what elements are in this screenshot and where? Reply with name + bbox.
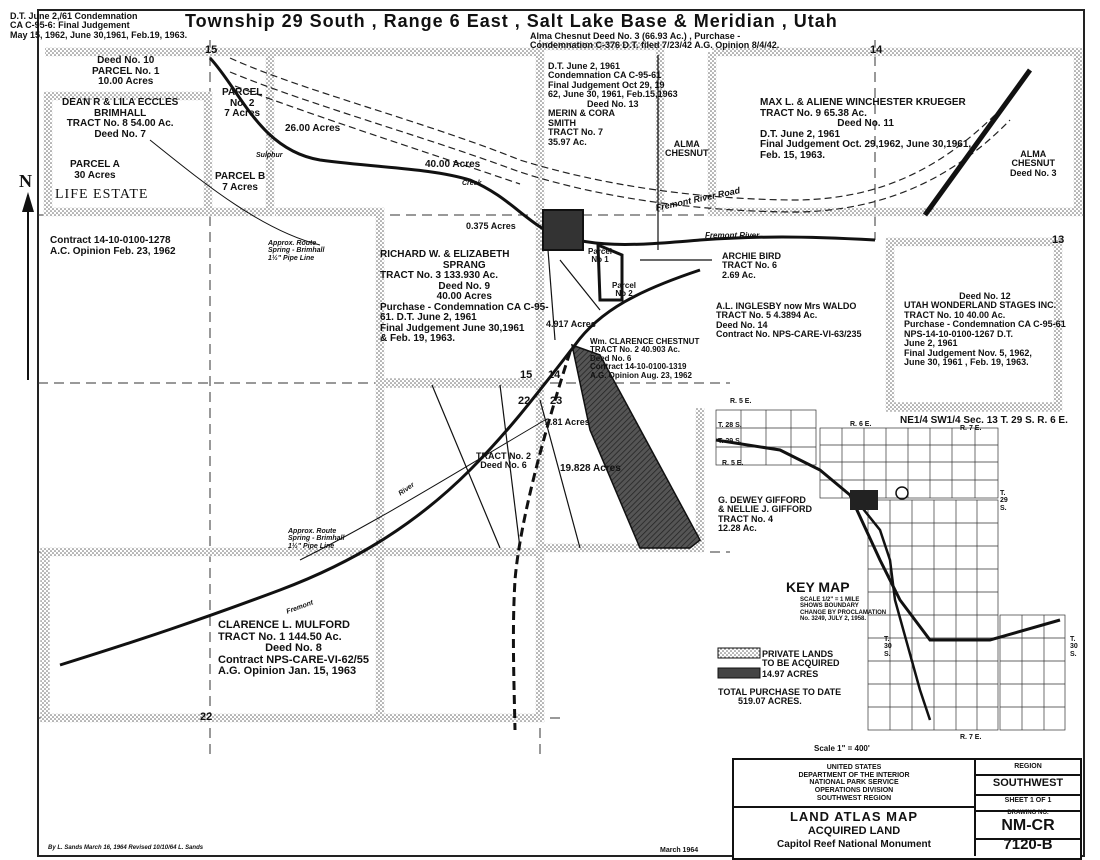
footer-date: March 1964 xyxy=(660,847,699,854)
section-number: 22 xyxy=(518,395,531,407)
legend-acquired-label: 14.97 ACRES xyxy=(762,669,819,679)
map-name: LAND ATLAS MAP xyxy=(789,809,919,825)
legend-acquired-swatch xyxy=(717,667,761,679)
ne-road xyxy=(922,68,1033,217)
parcel-boundaries xyxy=(40,41,1083,723)
map-title: Township 29 South , Range 6 East , Salt … xyxy=(185,11,838,31)
parcel-no1-outline xyxy=(596,242,624,302)
section-number: 22 xyxy=(200,711,213,723)
section-number: 15 xyxy=(520,369,533,381)
section-number: 14 xyxy=(548,369,561,381)
key-highlight xyxy=(850,490,878,510)
region-label: REGION xyxy=(1014,763,1042,770)
fremont-river-label: Fremont River xyxy=(705,231,760,240)
key-map-title: KEY MAP xyxy=(786,579,850,595)
key-map-nw-label: NE1/4 SW1/4 Sec. 13 T. 29 S. R. 6 E. xyxy=(900,415,1068,426)
key-label: R. 7 E. xyxy=(960,425,982,432)
top-center-note: Alma Chesnut Deed No. 3 (66.93 Ac.) , Pu… xyxy=(530,31,780,51)
key-boundary xyxy=(715,438,1061,642)
acres-19828-label: 19.828 Acres xyxy=(560,463,621,474)
north-arrow xyxy=(22,192,34,380)
key-label: R. 6 E. xyxy=(850,421,872,428)
drawing-number-b: 7120-B xyxy=(1003,836,1053,854)
section-number: 13 xyxy=(1052,234,1065,246)
acres-4917-label: 4.917 Acres xyxy=(546,319,596,329)
region-value: SOUTHWEST xyxy=(992,777,1064,790)
key-label: T. 30 S. xyxy=(884,636,892,658)
sheet-label: SHEET 1 OF 1 xyxy=(1004,796,1052,804)
fremont-river-line xyxy=(208,56,876,246)
key-map-grid xyxy=(715,409,1066,731)
key-label: R. 5 E. xyxy=(730,398,752,405)
scale-label: Scale 1" = 400' xyxy=(814,744,870,753)
acres-0375-label: 0.375 Acres xyxy=(466,221,516,231)
section-number: 15 xyxy=(205,44,218,56)
acres-40-label: 40.00 Acres xyxy=(425,159,481,170)
sulphur-label: Sulphur xyxy=(256,152,283,159)
building-cluster xyxy=(542,209,584,251)
life-estate-label: LIFE ESTATE xyxy=(55,187,149,202)
key-label: R. 7 E. xyxy=(960,734,982,741)
dashed-route xyxy=(511,351,572,731)
fremont-river-lower xyxy=(59,268,701,667)
key-label: T. 29 S. xyxy=(718,438,742,445)
section-number: 23 xyxy=(550,395,563,407)
fremont-road-lines xyxy=(229,57,1011,213)
key-label: T. 29 S. xyxy=(1000,490,1008,512)
acres-281-label: 2.81 Acres xyxy=(545,417,590,427)
drawing-label: DRAWING NO. xyxy=(1007,810,1049,817)
north-label: N xyxy=(19,171,32,191)
key-locator xyxy=(895,486,909,500)
key-label: T. 28 S. xyxy=(718,422,742,429)
key-label: R. 5 E. xyxy=(722,460,744,467)
creek-label: Creek xyxy=(462,180,482,187)
key-boundary-south xyxy=(859,504,932,721)
legend-private-swatch xyxy=(717,647,761,659)
footer-credit: By L. Sands March 16, 1964 Revised 10/10… xyxy=(48,845,204,851)
acres-26-label: 26.00 Acres xyxy=(285,123,341,134)
key-label: T. 30 S. xyxy=(1070,636,1078,658)
map-frame xyxy=(37,9,1085,857)
map-place: Capitol Reef National Monument xyxy=(777,838,931,850)
map-subtitle: ACQUIRED LAND xyxy=(807,825,901,838)
drawing-number-a: NM-CR xyxy=(1001,816,1055,834)
acquired-land-strip xyxy=(570,343,701,549)
section-number: 14 xyxy=(870,44,883,56)
pipe-lines xyxy=(149,139,546,561)
